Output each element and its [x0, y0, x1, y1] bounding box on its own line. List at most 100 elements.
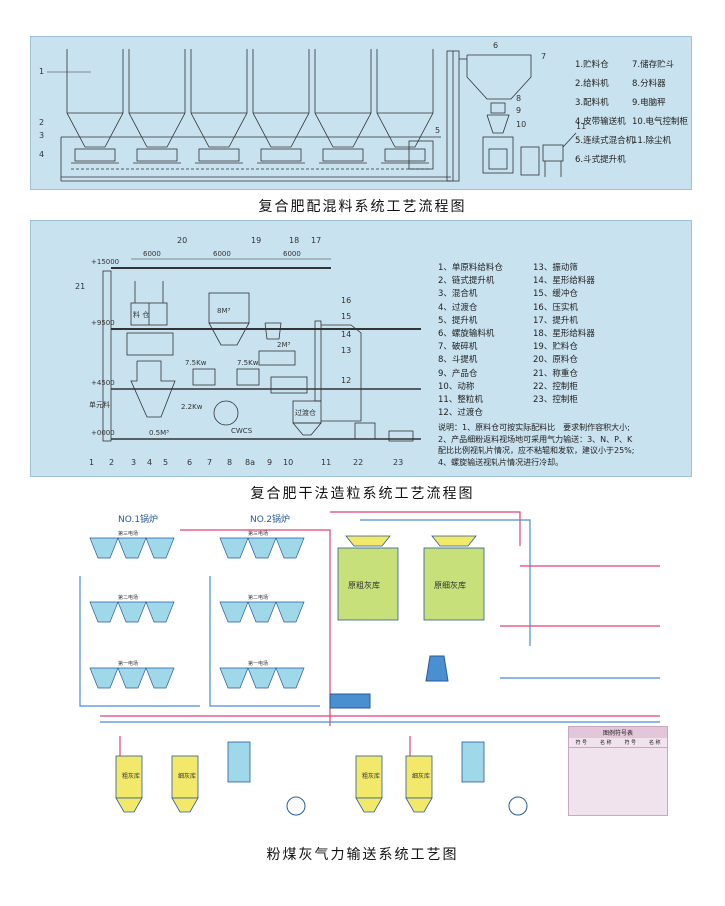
small-silo-label: 粗灰库: [122, 772, 140, 780]
legend-item: 8.分料器: [632, 79, 666, 89]
legend-item: 19、贮料仓: [533, 342, 578, 353]
callout: 5: [163, 458, 168, 467]
legend-item: 13、振动筛: [533, 263, 578, 273]
inner-label: 单元料: [89, 400, 110, 409]
legend-item: 17、提升机: [533, 315, 578, 326]
legend-header: 符 号: [575, 740, 588, 746]
callout: 20: [177, 236, 187, 245]
diagram-2-panel: +15000 +9500 +4500 +0000 6000 6000 6000 …: [30, 220, 692, 477]
legend-item: 3、混合机: [438, 289, 478, 300]
callout: 19: [251, 236, 261, 245]
inner-label: 2.2Kw: [181, 403, 203, 411]
note-line: 2、产品细粉返料视场地可采用气力输送：3、N、P、K: [438, 434, 633, 444]
level-label: +15000: [91, 258, 119, 266]
granulation-system-drawing: +15000 +9500 +4500 +0000 6000 6000 6000 …: [75, 236, 421, 467]
legend-item: 1、单原料给料仓: [438, 263, 503, 273]
svg-text:2: 2: [39, 118, 44, 127]
legend-item: 10、动称: [438, 381, 475, 392]
callout: 17: [311, 236, 321, 245]
legend-item: 23、控制柜: [533, 395, 578, 406]
callout: 15: [341, 312, 351, 321]
inner-label: 7.5Kw: [185, 359, 207, 367]
callout: 11: [321, 458, 331, 467]
symbol-legend-table: 图例符号表 符 号 名 称 符 号 名 称: [568, 726, 668, 816]
callout: 7: [207, 458, 212, 467]
diagram-2-notes: 说明：1、原料仓可按实际配料比 要求制作容积大小; 2、产品细粉返料视场地可采用…: [438, 422, 688, 468]
silo-label: 原细灰库: [434, 580, 466, 590]
legend-item: 9、产品仓: [438, 368, 478, 379]
field-label: 第一电场: [118, 660, 138, 667]
svg-text:7: 7: [541, 52, 546, 61]
legend-item: 18、星形给料器: [533, 329, 595, 340]
legend-item: 4.皮带输送机: [575, 117, 626, 127]
dim-label: 6000: [283, 250, 301, 258]
legend-item: 4、过渡仓: [438, 302, 478, 313]
diagram-3-caption: 粉煤灰气力输送系统工艺图: [266, 847, 459, 863]
level-label: +4500: [91, 379, 115, 387]
fly-ash-conveying-drawing: NO.1锅炉 NO.2锅炉 第三电场 第二电场 第一电场 第三电场 第二电场 第…: [79, 511, 660, 816]
legend-item: 12、过渡仓: [438, 408, 483, 419]
callout: 18: [289, 236, 299, 245]
note-line: 配比比例视轧片情况，应不粘辊和发软，建议小于25%;: [438, 446, 635, 455]
inner-label: 过渡仓: [295, 408, 316, 417]
legend-item: 5、提升机: [438, 315, 478, 326]
legend-item: 1.贮料仓: [575, 60, 609, 70]
svg-text:5: 5: [435, 126, 440, 135]
legend-item: 11、整粒机: [438, 395, 483, 406]
callout: 16: [341, 296, 351, 305]
legend-header: 名 称: [599, 740, 612, 746]
callout: 12: [341, 376, 351, 385]
boiler-label: NO.2锅炉: [250, 513, 290, 525]
callout: 13: [341, 346, 351, 355]
svg-text:4: 4: [39, 150, 44, 159]
inner-label: 8M³: [217, 307, 230, 315]
callout: 3: [131, 458, 136, 467]
callout: 8: [227, 458, 232, 467]
diagram-2-legend: 1、单原料给料仓 13、振动筛 2、链式提升机 14、星形给料器 3、混合机 15、缓…: [438, 262, 628, 420]
legend-item: 16、压实机: [533, 302, 578, 313]
legend-item: 5.连续式混合机: [575, 136, 635, 146]
legend-item: 6、螺旋输料机: [438, 329, 495, 340]
callout: 4: [147, 458, 152, 467]
field-label: 第二电场: [118, 594, 138, 601]
field-label: 第一电场: [248, 660, 268, 667]
legend-item: 15、缓冲仓: [533, 289, 578, 300]
inner-label: 7.5Kw: [237, 359, 259, 367]
silo-label: 原粗灰库: [348, 580, 380, 590]
legend-item: 3.配料机: [575, 98, 609, 108]
level-label: +0000: [91, 429, 115, 437]
legend-item: 2、链式提升机: [438, 276, 495, 287]
callout: 6: [187, 458, 192, 467]
legend-header: 符 号: [624, 740, 637, 746]
legend-item: 7、破碎机: [438, 342, 478, 353]
blending-system-drawing: 1 2 3 4 5 6 7 8 9 10 11: [39, 41, 586, 182]
diagram-1-caption: 复合肥配混料系统工艺流程图: [258, 199, 467, 215]
level-label: +9500: [91, 319, 115, 327]
legend-item: 11.除尘机: [632, 136, 672, 146]
diagram-2-caption: 复合肥干法造粒系统工艺流程图: [250, 486, 475, 502]
callout: 1: [89, 458, 94, 467]
callout: 23: [393, 458, 403, 467]
callout: 9: [267, 458, 272, 467]
dim-label: 6000: [213, 250, 231, 258]
diagram-1-panel: 1 2 3 4 5 6 7 8 9 10 11: [30, 36, 692, 190]
field-label: 第二电场: [248, 594, 268, 601]
callout: 2: [109, 458, 114, 467]
svg-text:11: 11: [576, 122, 586, 131]
legend-item: 10.电气控制柜: [632, 117, 689, 127]
inner-label: 0.5M³: [149, 429, 169, 437]
callout: 8a: [245, 458, 255, 467]
legend-item: 21、称重仓: [533, 368, 578, 379]
small-silo-label: 细灰库: [412, 772, 430, 780]
inner-label: 料 仓: [133, 310, 149, 319]
small-silo-label: 细灰库: [178, 772, 196, 780]
symbol-legend-title: 图例符号表: [569, 727, 667, 738]
callout: 22: [353, 458, 363, 467]
field-label: 第三电场: [118, 530, 138, 537]
callout: 10: [283, 458, 293, 467]
svg-text:3: 3: [39, 131, 44, 140]
legend-item: 6.斗式提升机: [575, 155, 626, 165]
boiler-label: NO.1锅炉: [118, 513, 158, 525]
legend-item: 14、星形给料器: [533, 276, 595, 287]
